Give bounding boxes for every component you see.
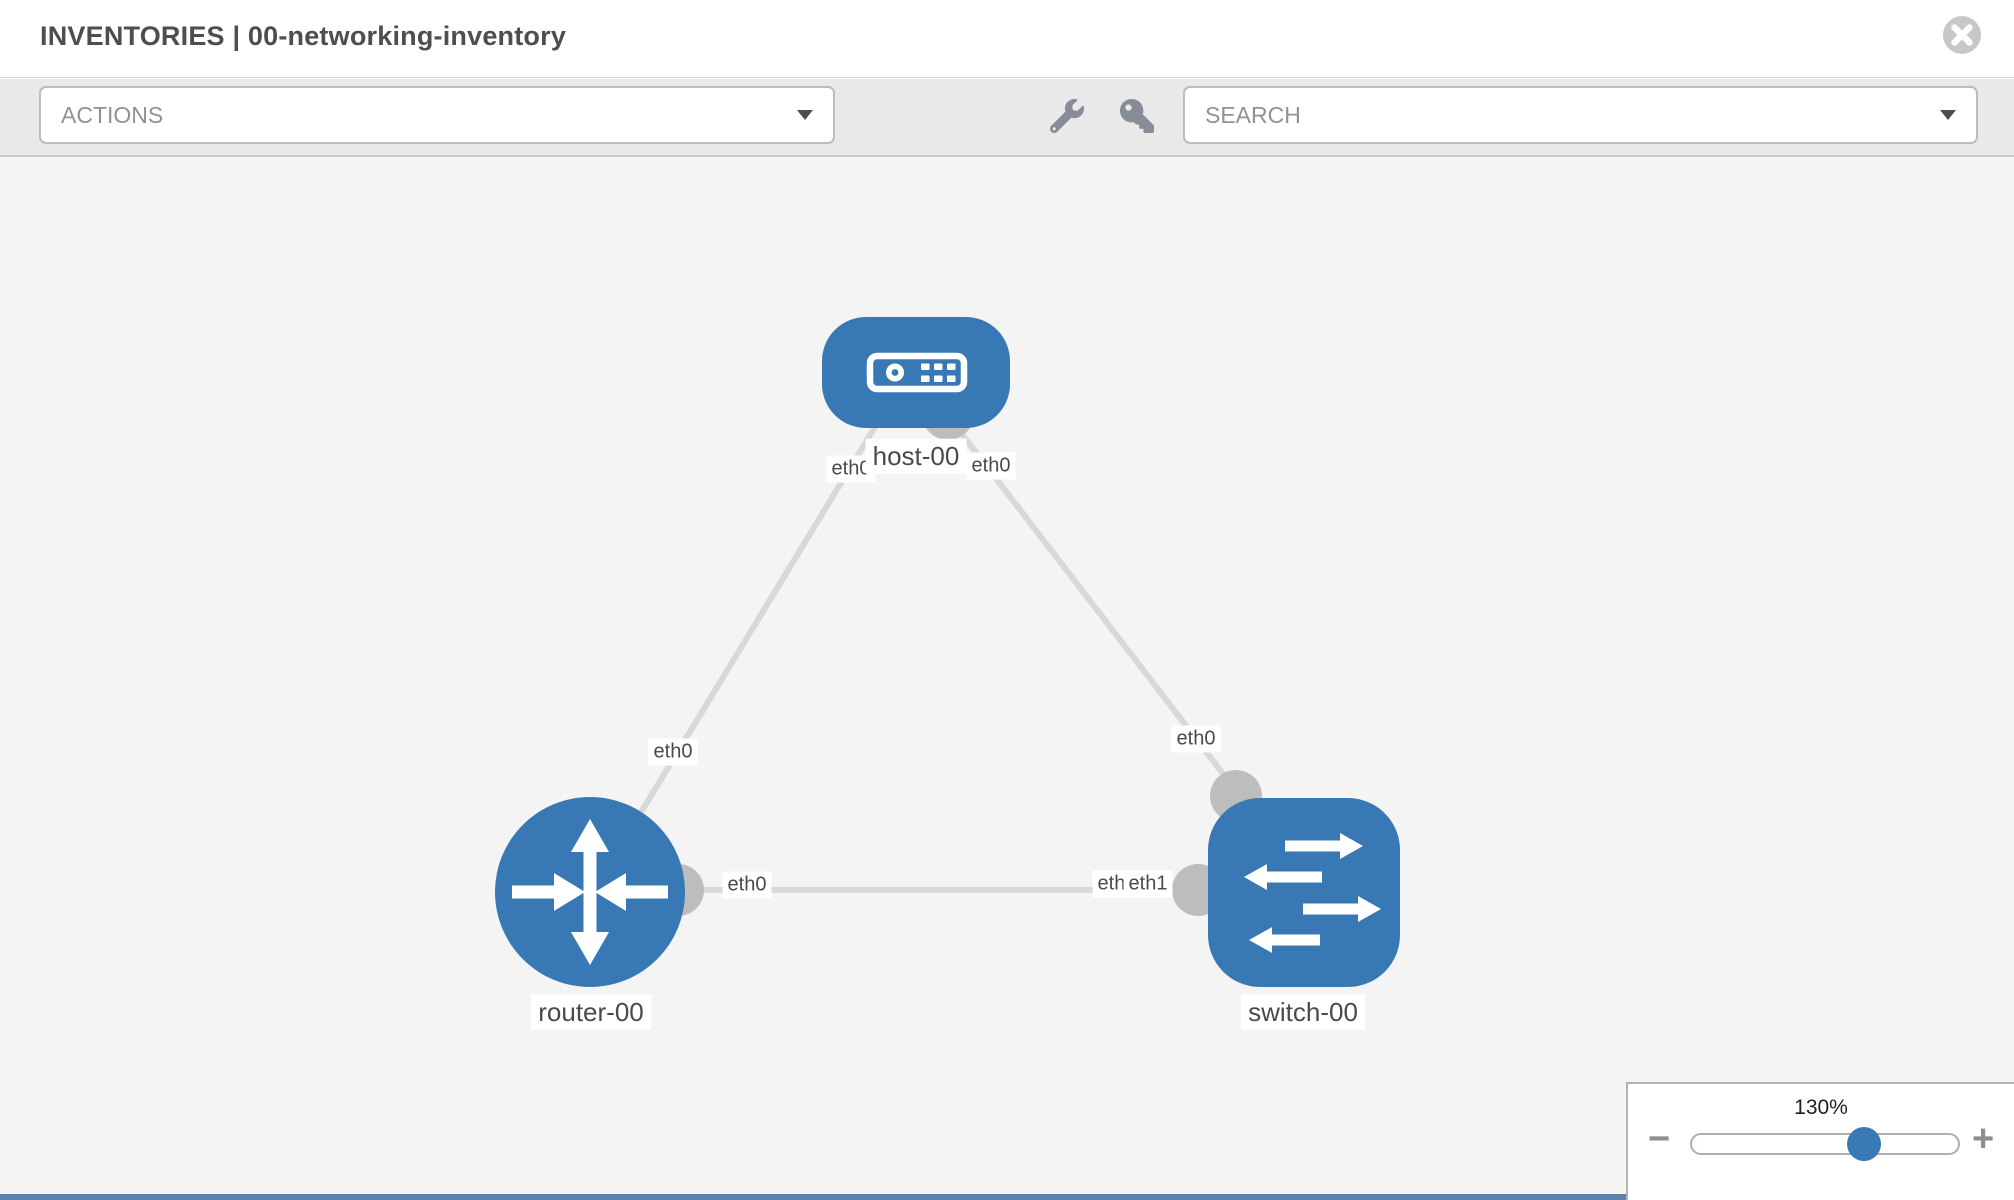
interface-label-host-eth0-right: eth0 — [966, 452, 1016, 480]
zoom-slider[interactable] — [1690, 1127, 1960, 1161]
actions-dropdown-label: ACTIONS — [61, 101, 164, 128]
page-header: INVENTORIES | 00-networking-inventory — [0, 0, 2014, 78]
node-switch-00[interactable] — [1208, 798, 1400, 987]
interface-label-edge-host-router: eth0 — [648, 738, 698, 766]
topology-edges — [590, 401, 1304, 893]
search-placeholder: SEARCH — [1205, 101, 1301, 128]
host-icon — [866, 352, 968, 393]
zoom-slider-thumb[interactable] — [1847, 1127, 1881, 1161]
interface-label-switch-eth1-front: eth1 — [1123, 870, 1173, 898]
router-icon — [512, 819, 668, 965]
edge-host-router — [597, 410, 887, 882]
chevron-down-icon — [1940, 110, 1956, 120]
topology-canvas[interactable]: eth0 eth0 eth0 eth0 eth0 eth0 eth1 host-… — [0, 157, 2014, 1200]
zoom-in-button[interactable]: + — [1972, 1118, 1995, 1160]
toolbar: ACTIONS SEARCH — [0, 79, 2014, 157]
node-label-switch-00: switch-00 — [1241, 994, 1365, 1030]
search-dropdown[interactable]: SEARCH — [1183, 86, 1978, 144]
switch-icon — [1244, 833, 1381, 953]
interface-label-router-eth0: eth0 — [722, 871, 772, 899]
zoom-panel: 130% − + — [1626, 1082, 2014, 1200]
zoom-out-button[interactable]: − — [1648, 1118, 1671, 1160]
close-button[interactable] — [1941, 14, 1983, 56]
chevron-down-icon — [797, 110, 813, 120]
actions-dropdown[interactable]: ACTIONS — [39, 86, 835, 144]
wrench-icon[interactable] — [1049, 99, 1086, 135]
node-label-host-00: host-00 — [865, 438, 967, 474]
close-icon — [1943, 16, 1981, 54]
zoom-level: 130% — [1794, 1096, 1848, 1119]
page-title: INVENTORIES | 00-networking-inventory — [40, 21, 567, 51]
interface-label-edge-host-switch: eth0 — [1171, 725, 1221, 753]
key-icon[interactable] — [1120, 99, 1156, 135]
node-router-00[interactable] — [495, 797, 685, 987]
bottom-strip — [0, 1194, 1626, 1200]
node-host-00[interactable] — [822, 317, 1010, 428]
node-label-router-00: router-00 — [531, 994, 651, 1030]
